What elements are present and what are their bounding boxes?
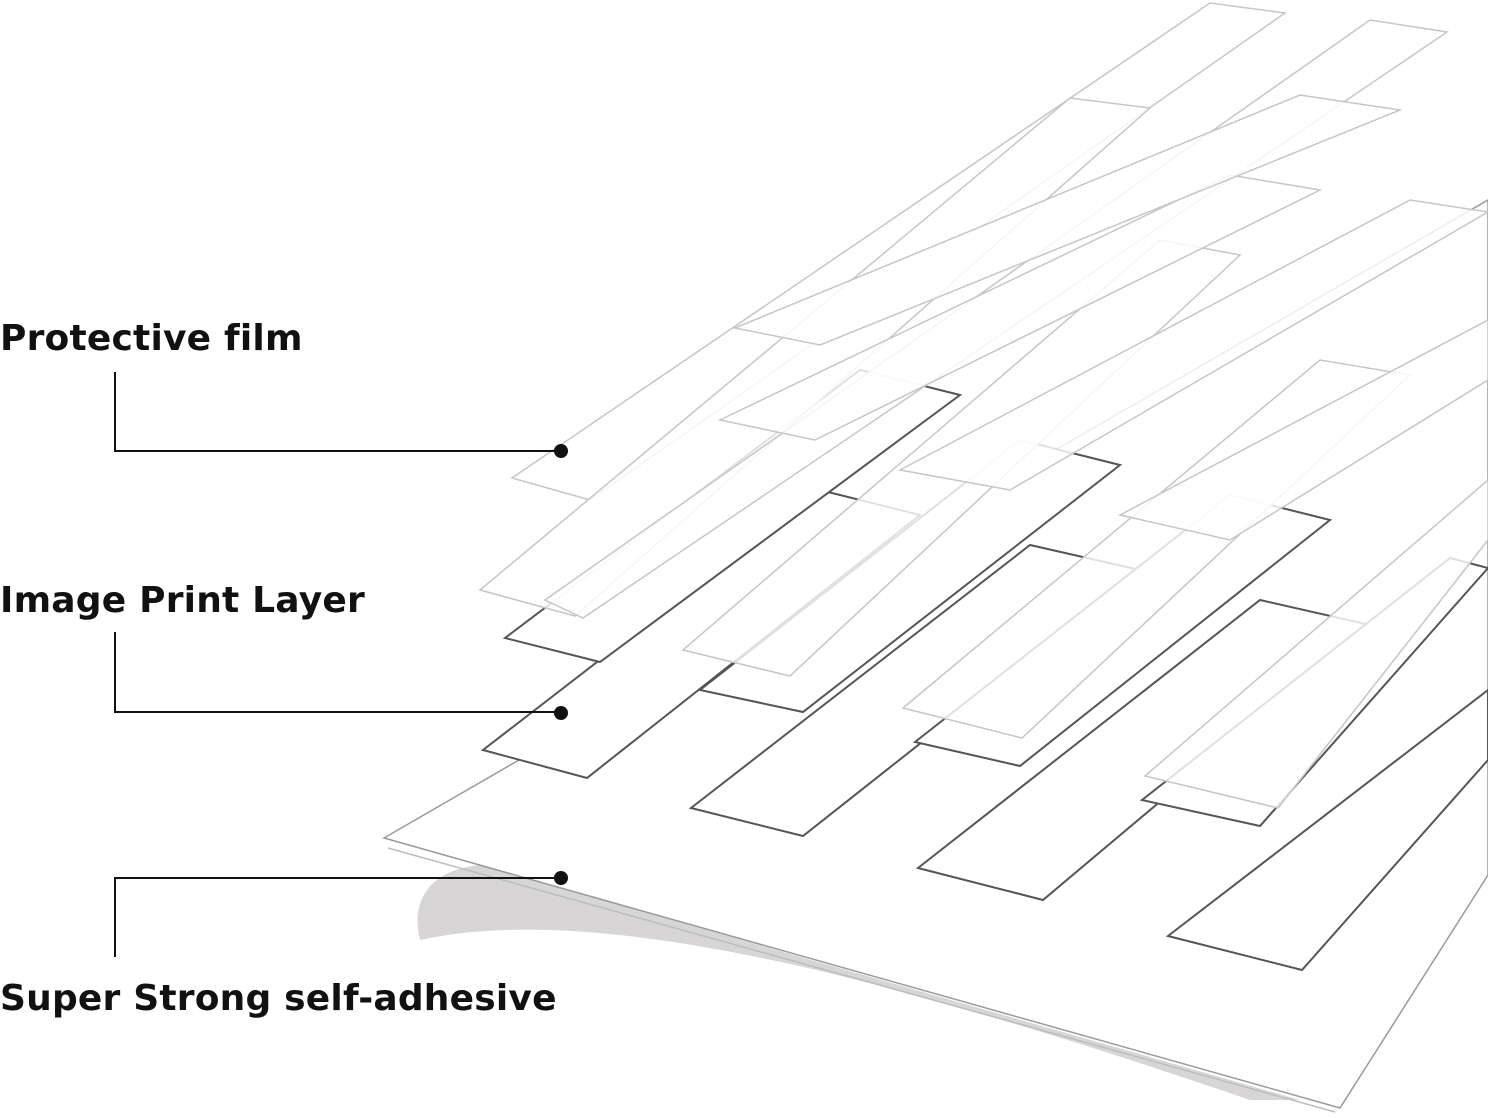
leader-line-adhesive xyxy=(114,877,561,957)
protective-film xyxy=(478,2,1488,809)
print-tile xyxy=(1165,688,1488,972)
label-image-print-layer: Image Print Layer xyxy=(0,580,365,621)
film-tile xyxy=(717,174,1323,441)
leader-dot-film xyxy=(554,444,568,458)
film-tile xyxy=(1117,319,1488,541)
leader-dot-print xyxy=(554,706,568,720)
leader-line-print xyxy=(114,632,561,713)
film-tile xyxy=(732,94,1403,346)
label-self-adhesive: Super Strong self-adhesive xyxy=(0,978,557,1019)
leader-line-film xyxy=(114,372,561,452)
leader-lines xyxy=(114,372,561,957)
film-tile xyxy=(1143,479,1488,809)
base-sheet-edge xyxy=(387,847,1336,1113)
leader-dot-adhesive xyxy=(554,871,568,885)
label-protective-film: Protective film xyxy=(0,318,303,359)
film-tile xyxy=(897,199,1488,491)
leader-dots xyxy=(554,444,568,885)
